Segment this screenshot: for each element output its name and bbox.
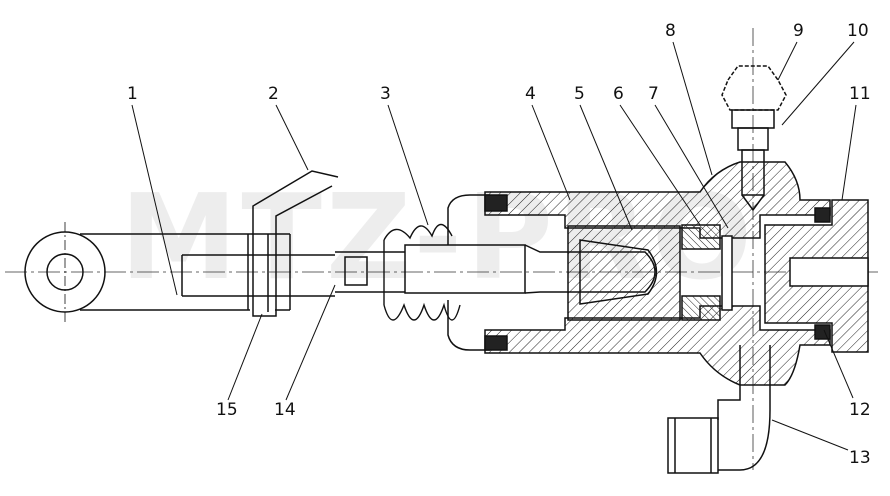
leader-lines: [131, 41, 857, 451]
callout-12: 12: [849, 400, 871, 420]
callout-4: 4: [525, 84, 536, 104]
piston-seals: [681, 224, 733, 321]
callout-5: 5: [574, 84, 585, 104]
callout-6: 6: [613, 84, 624, 104]
callout-3: 3: [380, 84, 391, 104]
callout-2: 2: [268, 84, 279, 104]
callout-11: 11: [849, 84, 871, 104]
bleed-valve: [721, 65, 787, 212]
dust-cover: [447, 194, 490, 351]
callout-14: 14: [274, 400, 296, 420]
callout-1: 1: [127, 84, 138, 104]
elbow-fitting: [667, 345, 771, 474]
fork-body: [80, 233, 335, 312]
callout-10: 10: [847, 21, 869, 41]
callout-9: 9: [793, 21, 804, 41]
piston: [567, 225, 681, 321]
cylinder-body: [484, 161, 831, 386]
fork-eye: [24, 222, 106, 322]
callout-13: 13: [849, 448, 871, 468]
callout-7: 7: [648, 84, 659, 104]
lock-plate: [252, 170, 339, 317]
end-plug: [764, 199, 869, 353]
callout-15: 15: [216, 400, 238, 420]
callout-8: 8: [665, 21, 676, 41]
